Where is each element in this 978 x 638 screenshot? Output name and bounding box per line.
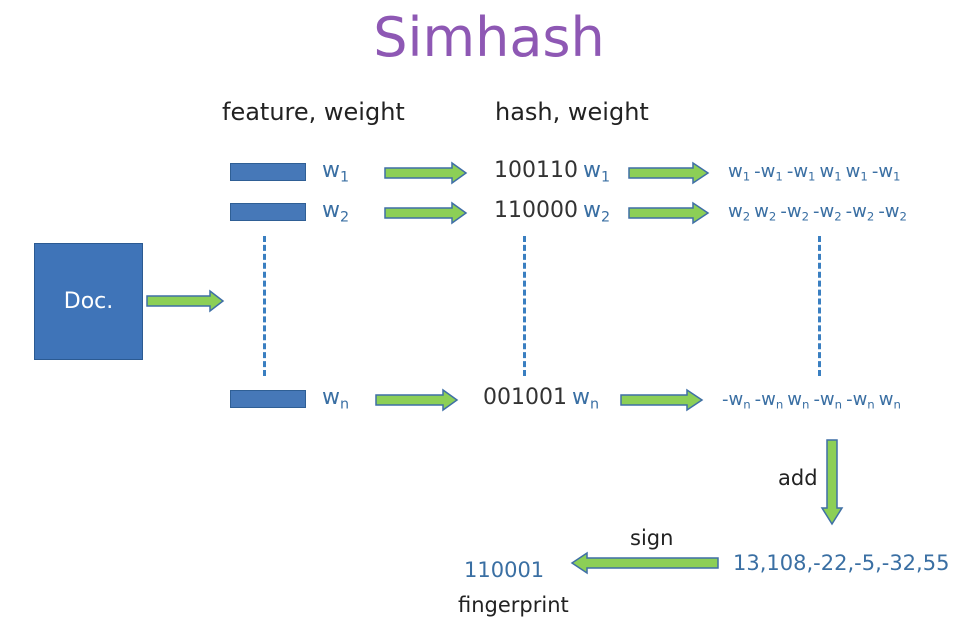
arrow-add-down: [820, 439, 844, 526]
vector-term: -w1: [754, 161, 783, 184]
vector-term: wn: [878, 389, 901, 412]
vector-term: w1: [728, 161, 751, 184]
vector-term: -wn: [754, 389, 784, 412]
vector-term: -w2: [878, 201, 907, 224]
feature-bar-n: [230, 390, 306, 408]
vector-term: -w1: [786, 161, 816, 184]
sign-label: sign: [630, 526, 674, 550]
hash-ellipsis-line: [523, 236, 526, 376]
sum-vector: 13,108,-22,-5,-32,55: [733, 551, 950, 575]
hash-weight-n: wn: [572, 385, 600, 413]
arrow-feature-to-hash-1: [384, 161, 468, 185]
vector-term: w1: [819, 161, 842, 184]
feature-ellipsis-line: [263, 236, 266, 376]
feature-weight-2: w2: [322, 198, 350, 226]
arrow-sign-left: [570, 551, 719, 575]
arrow-doc-to-features: [146, 289, 225, 313]
arrow-feature-to-hash-n: [375, 388, 459, 412]
vector-term: w2: [754, 201, 777, 224]
hash-bits-2: 110000: [494, 198, 578, 223]
vector-term: -wn: [722, 389, 751, 412]
hash-bits-n: 001001: [483, 385, 567, 410]
page-title: Simhash: [373, 6, 605, 69]
document-label: Doc.: [63, 289, 114, 314]
add-label: add: [778, 466, 818, 490]
vector-term: -w2: [845, 201, 875, 224]
vector-term: -wn: [813, 389, 843, 412]
vector-term: -wn: [846, 389, 875, 412]
feature-weight-header: feature, weight: [222, 98, 405, 126]
feature-bar-2: [230, 203, 306, 221]
fingerprint-value: 110001: [464, 558, 545, 582]
vector-term: w1: [845, 161, 868, 184]
arrow-feature-to-hash-2: [384, 201, 468, 225]
arrow-hash-to-vector-2: [628, 201, 710, 225]
hash-weight-2: w2: [583, 198, 611, 226]
hash-weight-header: hash, weight: [495, 98, 649, 126]
fingerprint-label: fingerprint: [458, 593, 569, 617]
arrow-hash-to-vector-1: [628, 161, 710, 185]
vector-ellipsis-line: [818, 236, 821, 376]
vector-term: w2: [728, 201, 751, 224]
feature-weight-1: w1: [322, 158, 350, 186]
hash-weight-1: w1: [583, 158, 611, 186]
vector-term: -w1: [871, 161, 901, 184]
feature-weight-n: wn: [322, 385, 350, 413]
hash-bits-1: 100110: [494, 158, 578, 183]
arrow-hash-to-vector-n: [620, 388, 704, 412]
vector-term: -w2: [813, 201, 842, 224]
document-box: Doc.: [34, 243, 143, 360]
feature-bar-1: [230, 163, 306, 181]
vector-term: wn: [787, 389, 810, 412]
vector-term: -w2: [780, 201, 809, 224]
